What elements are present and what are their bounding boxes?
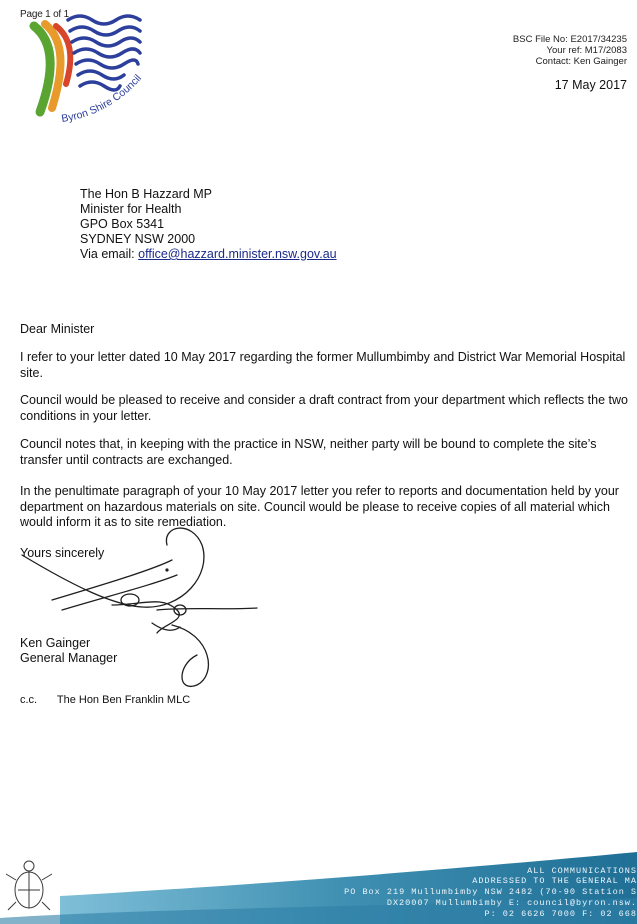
paragraph-1: I refer to your letter dated 10 May 2017…: [20, 350, 626, 380]
addressee-city: SYDNEY NSW 2000: [80, 232, 196, 246]
addressee-name: The Hon B Hazzard MP: [80, 187, 212, 201]
addressee-block: The Hon B Hazzard MP Minister for Health…: [80, 187, 337, 262]
footer-line-4: DX20007 Mullumbimby E: council@byron.nsw…: [386, 898, 637, 908]
closing: Yours sincerely: [20, 546, 105, 560]
signer-name: Ken Gainger: [20, 636, 91, 650]
your-reference: Your ref: M17/2083: [546, 45, 627, 56]
paragraph-2: Council would be pleased to receive and …: [20, 393, 628, 423]
paragraph-4: In the penultimate paragraph of your 10 …: [20, 484, 619, 529]
addressee-box: GPO Box 5341: [80, 217, 165, 231]
file-reference-block: BSC File No: E2017/34235 Your ref: M17/2…: [513, 34, 627, 67]
footer-line-5: P: 02 6626 7000 F: 02 668: [484, 909, 637, 919]
contact-person: Contact: Ken Gainger: [535, 56, 627, 67]
logo-text: Byron Shire Council: [61, 72, 144, 125]
cc-line: c.c. The Hon Ben Franklin MLC: [20, 694, 190, 706]
footer-band: ALL COMMUNICATIONS ADDRESSED TO THE GENE…: [0, 848, 637, 924]
page-number-label: Page 1 of 1: [20, 9, 69, 20]
signer-title: General Manager: [20, 651, 118, 665]
paragraph-3: Council notes that, in keeping with the …: [20, 437, 597, 467]
footer-line-1: ALL COMMUNICATIONS: [527, 866, 637, 876]
addressee-email-line: Via email: office@hazzard.minister.nsw.g…: [80, 247, 337, 262]
footer-line-3: PO Box 219 Mullumbimby NSW 2482 (70-90 S…: [344, 887, 637, 897]
cc-label: c.c.: [20, 694, 38, 706]
footer-line-2: ADDRESSED TO THE GENERAL MA: [472, 876, 637, 886]
salutation: Dear Minister: [20, 322, 95, 336]
handwritten-signature: [21, 527, 258, 688]
addressee-email-link[interactable]: office@hazzard.minister.nsw.gov.au: [138, 247, 337, 261]
letter-date: 17 May 2017: [554, 78, 627, 92]
file-number: BSC File No: E2017/34235: [512, 34, 627, 45]
footer-wave: [0, 852, 637, 924]
addressee-title: Minister for Health: [80, 202, 182, 216]
byron-shire-council-logo: Byron Shire Council: [29, 14, 144, 125]
turtle-icon: [5, 860, 53, 911]
via-email-label: Via email:: [80, 247, 135, 261]
cc-recipient: The Hon Ben Franklin MLC: [56, 694, 191, 706]
